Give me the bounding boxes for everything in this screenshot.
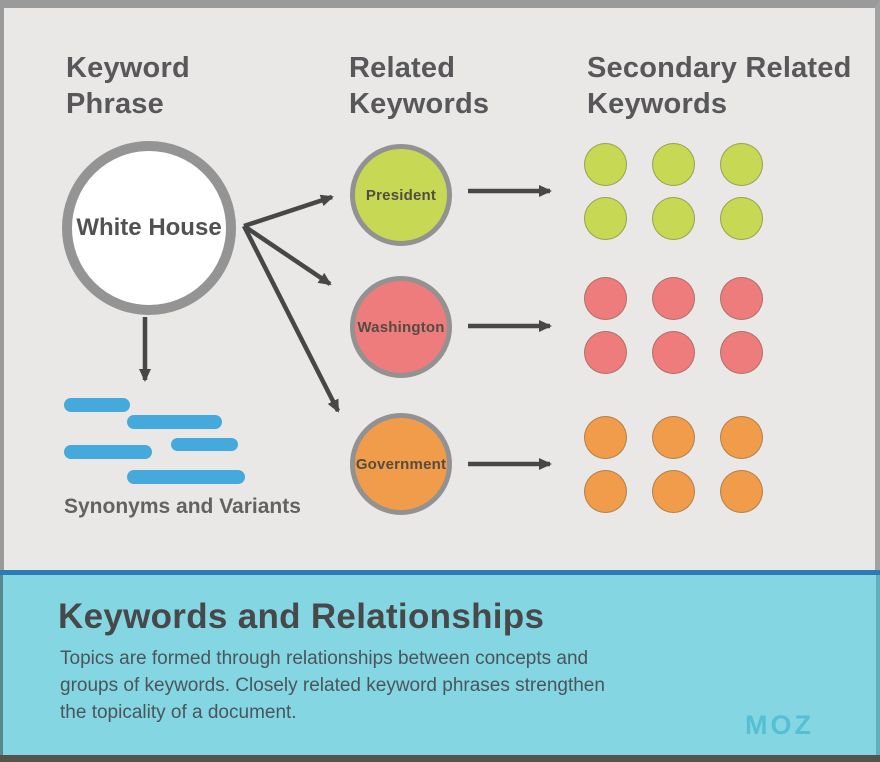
synonyms-label: Synonyms and Variants [64, 495, 301, 518]
secondary-keyword-dot [652, 277, 695, 320]
keyword-phrase-node: White House [62, 141, 236, 315]
column-heading-keyword-phrase: Keyword Phrase [66, 52, 190, 120]
secondary-keyword-dot [720, 331, 763, 374]
secondary-keyword-dot [584, 470, 627, 513]
footer-title: Keywords and Relationships [58, 597, 545, 636]
related-node-washington: Washington [350, 276, 452, 378]
secondary-keyword-dot [652, 331, 695, 374]
secondary-keyword-dot [652, 143, 695, 186]
secondary-dots-washington [584, 277, 763, 374]
arrow-to-government [241, 224, 341, 413]
footer-description-line: Topics are formed through relationships … [60, 648, 589, 669]
secondary-keyword-dot [584, 416, 627, 459]
secondary-keyword-dot [720, 197, 763, 240]
secondary-keyword-dot [720, 470, 763, 513]
moz-logo: MOZ [745, 710, 814, 740]
connector-arrows [139, 185, 552, 470]
related-node-government: Government [350, 413, 452, 515]
secondary-dots-government [584, 416, 763, 513]
secondary-keyword-dot [720, 416, 763, 459]
secondary-keyword-dot [584, 197, 627, 240]
synonym-bar [64, 445, 152, 459]
secondary-dots-president [584, 143, 763, 240]
synonym-bar [127, 415, 222, 429]
footer-description-line: groups of keywords. Closely related keyw… [60, 675, 605, 696]
secondary-keyword-dot [584, 277, 627, 320]
footer-description: Topics are formed through relationships … [60, 645, 605, 726]
synonym-bar [127, 470, 245, 484]
secondary-keyword-dot [652, 470, 695, 513]
arrow-to-president [243, 194, 334, 229]
secondary-keyword-dot [652, 416, 695, 459]
arrow-to-washington [242, 224, 332, 286]
footer-panel: Keywords and Relationships Topics are fo… [0, 575, 880, 755]
column-heading-related-keywords: Related Keywords [349, 52, 490, 120]
secondary-keyword-dot [584, 331, 627, 374]
secondary-keyword-dot [652, 197, 695, 240]
secondary-keyword-dot [720, 277, 763, 320]
footer-description-line: the topicality of a document. [60, 702, 297, 723]
related-node-president-label: President [365, 186, 437, 204]
synonym-bar [64, 398, 130, 412]
secondary-keyword-dot [584, 143, 627, 186]
column-heading-secondary-related-keywords: Secondary Related Keywords [587, 52, 852, 120]
related-node-president: President [350, 144, 452, 246]
related-node-government-label: Government [355, 455, 447, 473]
synonym-bar [171, 438, 238, 451]
secondary-keyword-dot [720, 143, 763, 186]
related-node-washington-label: Washington [357, 318, 445, 336]
footer-divider-line [0, 570, 880, 575]
bottom-edge-strip [0, 755, 880, 762]
diagram-panel: Keyword Phrase Related Keywords Secondar… [0, 0, 880, 570]
keyword-phrase-node-label: White House [76, 214, 222, 241]
